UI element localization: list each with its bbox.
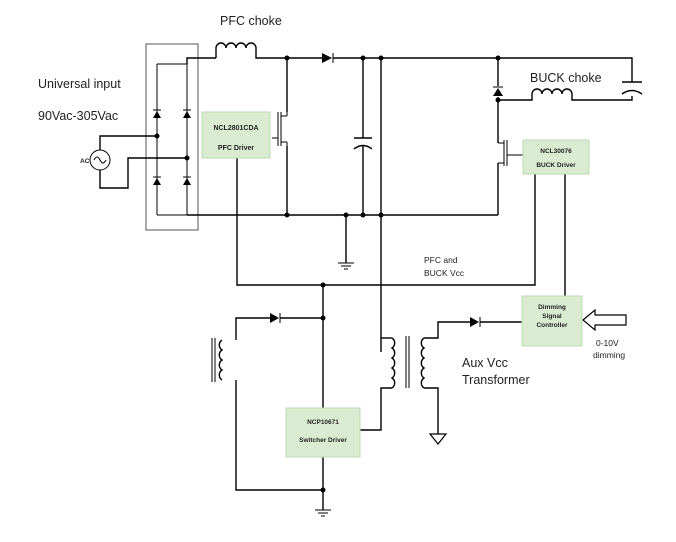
diode-icon <box>183 109 191 118</box>
diode-icon <box>470 317 481 327</box>
buck-driver-role: BUCK Driver <box>536 162 576 169</box>
dimming-controller-line2: Signal <box>542 313 562 320</box>
output-capacitor-icon <box>621 81 643 95</box>
diode-icon <box>153 176 161 185</box>
pfc-choke-icon <box>215 42 257 49</box>
bridge-rectifier-outline <box>145 43 199 231</box>
buck-choke-icon <box>531 88 573 95</box>
dimming-input-arrow-icon <box>582 308 627 332</box>
aux-transformer-icon <box>390 336 426 389</box>
dimming-label-line1: 0-10V <box>596 338 619 348</box>
bulk-capacitor-icon <box>353 137 373 150</box>
boost-diode-icon <box>322 53 334 63</box>
pfc-driver-role: PFC Driver <box>218 145 254 152</box>
dimming-controller-block: Dimming Signal Controller <box>521 295 583 347</box>
ac-source-icon <box>89 149 111 171</box>
buck-mosfet-icon <box>498 140 523 166</box>
vcc-label-line1: PFC and <box>424 255 458 265</box>
universal-input-label: Universal input <box>38 77 121 91</box>
buck-driver-block: NCL30076 BUCK Driver <box>522 139 590 175</box>
switcher-driver-role: Switcher Driver <box>299 437 347 444</box>
pfc-driver-block: NCL2801CDA PFC Driver <box>201 111 271 159</box>
ground-icon <box>338 262 354 270</box>
pfc-driver-part: NCL2801CDA <box>213 125 258 132</box>
dimming-controller-line1: Dimming <box>538 304 566 311</box>
buck-diode-icon <box>493 86 503 96</box>
diode-icon <box>270 313 281 323</box>
bridge-rectifier <box>153 63 191 216</box>
ground-icon <box>315 509 331 517</box>
pfc-choke-label: PFC choke <box>220 14 282 28</box>
buck-choke-label: BUCK choke <box>530 71 602 85</box>
diode-icon <box>153 109 161 118</box>
buck-driver-part: NCL30076 <box>540 148 572 155</box>
transformer-label: Transformer <box>462 373 530 387</box>
input-range-label: 90Vac-305Vac <box>38 109 118 123</box>
transformer-winding-icon <box>211 338 224 382</box>
switcher-driver-part: NCP10671 <box>307 419 339 426</box>
pfc-mosfet-icon <box>272 112 288 146</box>
dimming-controller-line3: Controller <box>536 322 568 329</box>
ac-label: AC <box>80 158 90 165</box>
ground-triangle-icon <box>428 433 448 445</box>
switcher-driver-block: NCP10671 Switcher Driver <box>285 407 361 458</box>
diode-icon <box>183 176 191 185</box>
dimming-label-line2: dimming <box>593 350 625 360</box>
aux-vcc-label: Aux Vcc <box>462 356 508 370</box>
vcc-label-line2: BUCK Vcc <box>424 268 465 278</box>
